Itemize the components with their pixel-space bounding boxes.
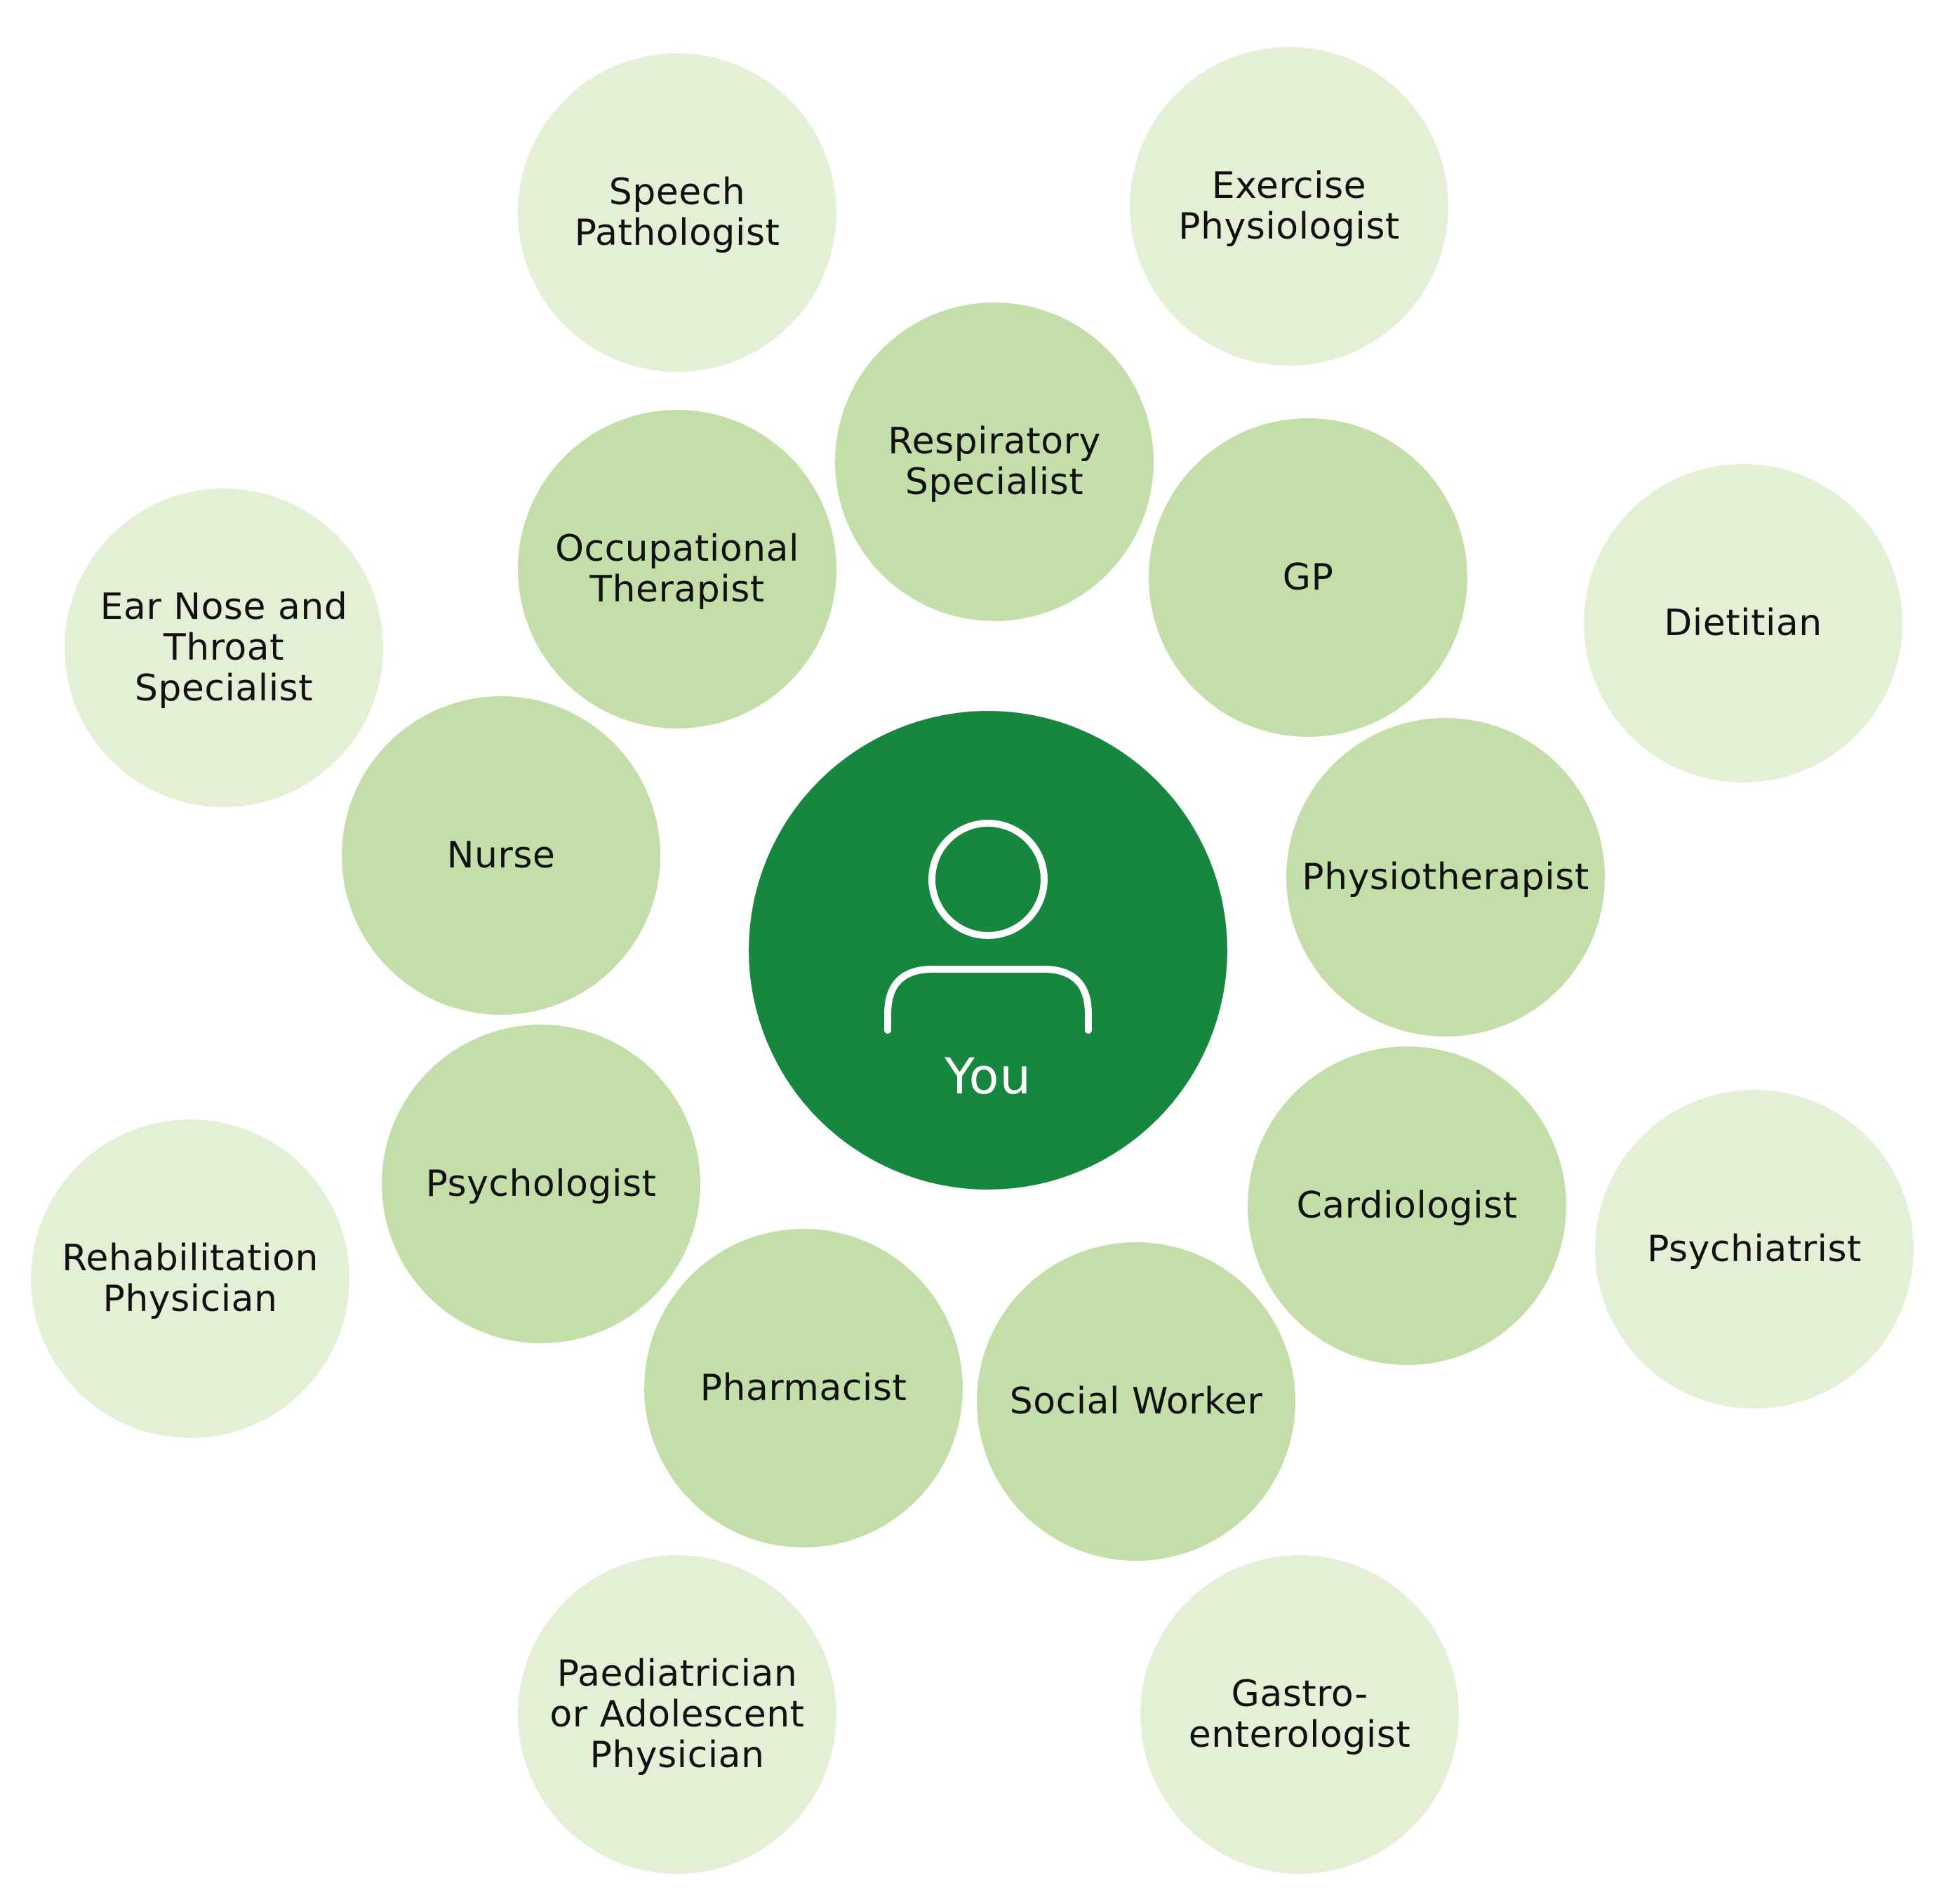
node-gp: GP	[1149, 418, 1467, 737]
node-exercise-physiologist: Exercise Physiologist	[1130, 47, 1448, 366]
node-label: Pharmacist	[700, 1366, 907, 1409]
center-label: You	[945, 1048, 1032, 1105]
node-cardiologist: Cardiologist	[1248, 1046, 1566, 1365]
node-label: Respiratory Specialist	[888, 420, 1101, 503]
node-label: Exercise Physiologist	[1178, 164, 1400, 248]
node-label: Social Worker	[1009, 1380, 1263, 1423]
node-label: Nurse	[446, 834, 556, 877]
node-speech-pathologist: Speech Pathologist	[518, 53, 836, 372]
node-paediatrician: Paediatrician or Adolescent Physician	[518, 1555, 836, 1874]
node-label: Physiotherapist	[1302, 856, 1589, 898]
center-node-you: You	[749, 711, 1227, 1190]
node-label: Speech Pathologist	[574, 171, 780, 254]
node-label: Paediatrician or Adolescent Physician	[549, 1652, 805, 1777]
node-respiratory-specialist: Respiratory Specialist	[835, 302, 1154, 621]
node-occupational-therapist: Occupational Therapist	[518, 410, 836, 728]
node-label: Psychologist	[425, 1162, 657, 1205]
node-social-worker: Social Worker	[977, 1242, 1295, 1561]
node-psychiatrist: Psychiatrist	[1595, 1090, 1914, 1409]
node-nurse: Nurse	[342, 696, 660, 1015]
node-label: Occupational Therapist	[555, 527, 799, 611]
node-pharmacist: Pharmacist	[644, 1229, 963, 1547]
person-icon	[884, 820, 1092, 1034]
node-label: Gastro- enterologist	[1188, 1672, 1411, 1756]
node-label: Ear Nose and Throat Specialist	[100, 585, 348, 710]
node-gastroenterologist: Gastro- enterologist	[1140, 1555, 1459, 1874]
node-label: Psychiatrist	[1647, 1227, 1862, 1270]
node-ear-nose-throat-specialist: Ear Nose and Throat Specialist	[65, 488, 383, 807]
node-label: Dietitian	[1664, 601, 1822, 644]
node-label: Cardiologist	[1296, 1184, 1518, 1227]
node-label: GP	[1282, 556, 1334, 599]
node-physiotherapist: Physiotherapist	[1286, 718, 1605, 1037]
node-psychologist: Psychologist	[382, 1025, 700, 1343]
node-label: Rehabilitation Physician	[62, 1237, 319, 1320]
node-rehabilitation-physician: Rehabilitation Physician	[31, 1119, 349, 1438]
node-dietitian: Dietitian	[1584, 464, 1902, 783]
